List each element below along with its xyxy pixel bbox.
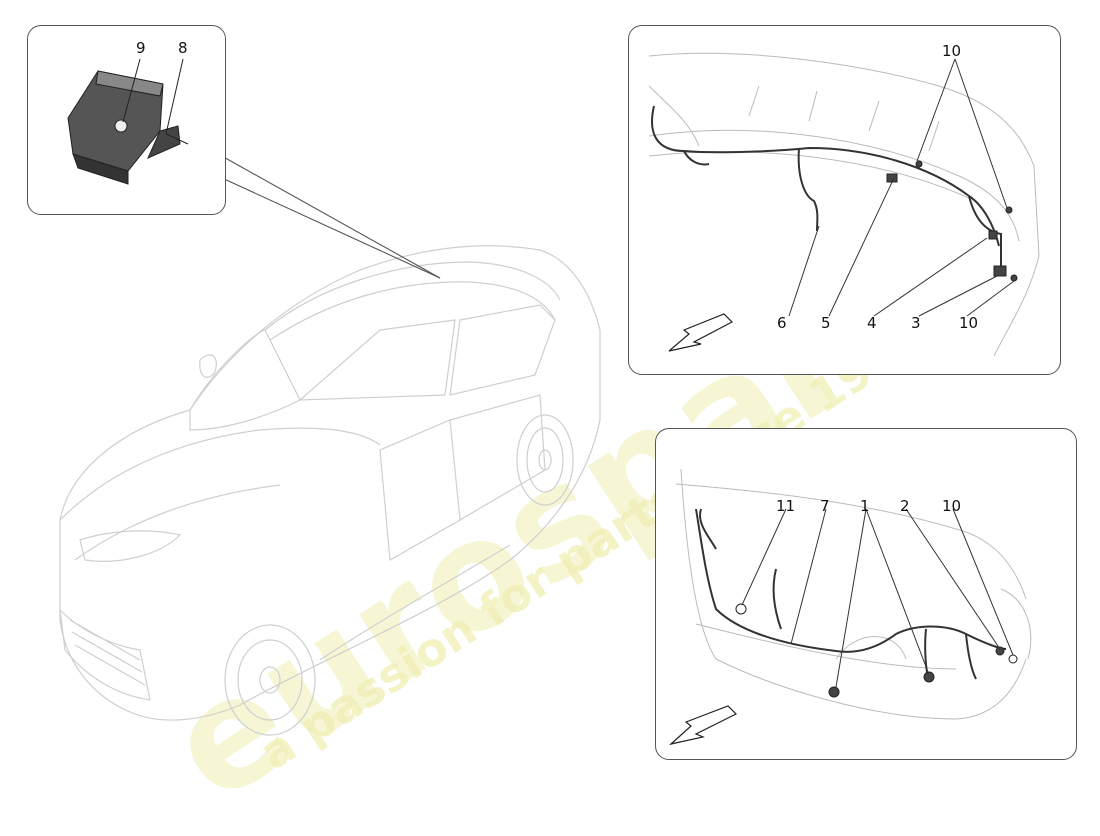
callout-5: 5 xyxy=(821,314,831,332)
front-bumper-drawing xyxy=(668,468,1032,746)
callout-3: 3 xyxy=(911,314,921,332)
callout-10-top: 10 xyxy=(942,42,962,60)
front-bumper-panel: 11 7 1 2 10 xyxy=(655,428,1077,760)
callout-9: 9 xyxy=(136,39,146,57)
direction-arrow-icon xyxy=(668,705,738,746)
control-module-drawing xyxy=(67,58,189,185)
callout-4: 4 xyxy=(867,314,877,332)
callout-2: 2 xyxy=(900,497,910,515)
car-illustration xyxy=(59,154,601,736)
module-panel: 9 8 xyxy=(27,25,226,215)
callout-11: 11 xyxy=(776,497,796,515)
direction-arrow-icon xyxy=(668,313,734,352)
rear-bumper-drawing xyxy=(648,52,1040,357)
callout-10-bottom: 10 xyxy=(959,314,979,332)
callout-1: 1 xyxy=(860,497,870,515)
callout-7: 7 xyxy=(820,497,830,515)
callout-8: 8 xyxy=(178,39,188,57)
callout-10-front: 10 xyxy=(942,497,962,515)
callout-6: 6 xyxy=(777,314,787,332)
diagram-stage: eurospares a passion for parts since 198… xyxy=(27,25,1077,836)
rear-bumper-panel: 10 6 5 4 3 10 xyxy=(628,25,1061,375)
